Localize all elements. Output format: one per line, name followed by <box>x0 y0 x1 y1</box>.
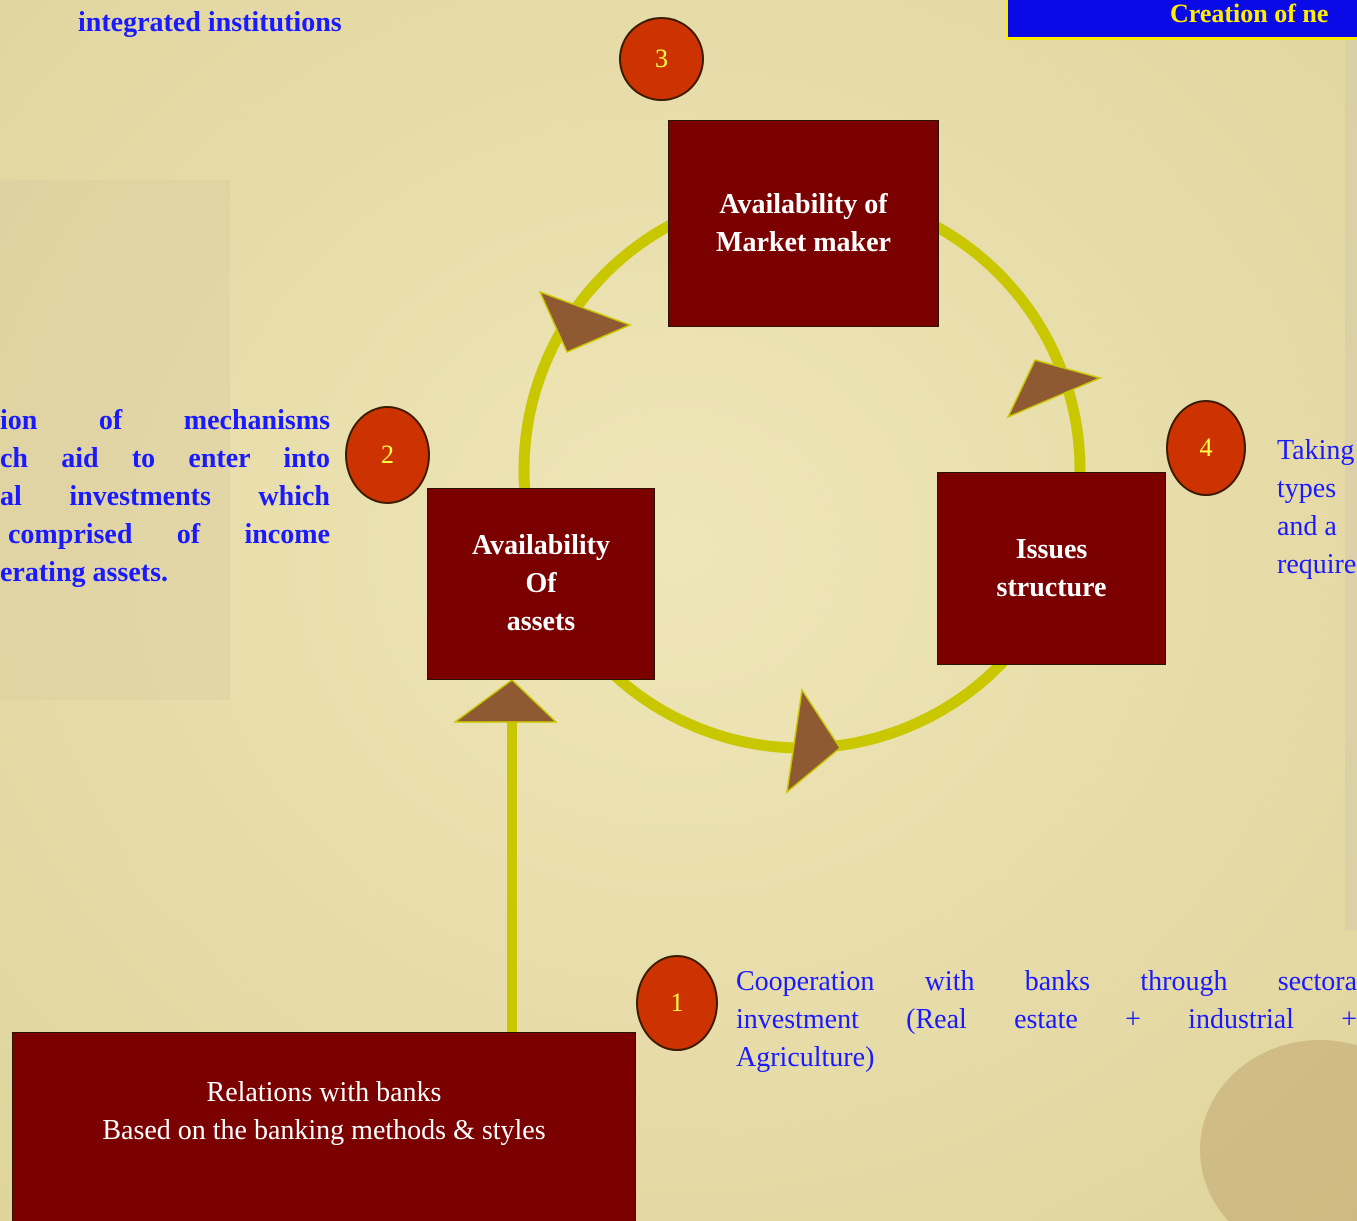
assets-label: Availability <box>472 530 610 561</box>
issues-structure-label: Issues <box>1015 533 1088 565</box>
step-badge-1: 1 <box>636 955 718 1051</box>
step-badge-4: 4 <box>1166 400 1246 496</box>
banks-relations-label: Relations with banks <box>206 1077 442 1108</box>
arrow-up-to-assets <box>452 679 558 723</box>
step-badge-2: 2 <box>345 406 430 504</box>
banks-description-line: Agriculture) <box>736 1042 875 1073</box>
right-edge-strip <box>1345 40 1357 930</box>
issues-description-line: Taking <box>1277 435 1355 466</box>
top-banner: Creation of ne <box>1005 0 1357 40</box>
market-maker-label: Availability of <box>719 188 888 220</box>
top-left-text: integrated institutions <box>78 4 408 42</box>
assets-description-line: al investments which <box>0 481 330 512</box>
banks-description-line: Cooperation with banks through sectora <box>736 966 1357 997</box>
assets-description-line: erating assets. <box>0 557 168 588</box>
issues-description-line: types <box>1277 473 1337 504</box>
background-globe <box>1200 1040 1357 1221</box>
banks-description: Cooperation with banks through sectora i… <box>736 963 1357 1077</box>
banks-relations-label: Based on the banking methods & styles <box>102 1115 546 1146</box>
issues-description-line: require <box>1277 549 1357 580</box>
issues-description: Taking types and a require <box>1277 432 1357 584</box>
arrow-assets-to-market <box>538 290 633 353</box>
assets-description-line: ion of mechanisms <box>0 405 330 436</box>
issues-structure-label: structure <box>996 571 1107 603</box>
step-badge-3: 3 <box>619 17 704 101</box>
banks-relations-box: Relations with banks Based on the bankin… <box>12 1032 636 1221</box>
background-photo-left <box>0 180 230 700</box>
assets-box: Availability Of assets <box>427 488 655 680</box>
arrow-market-to-issues <box>1006 359 1103 419</box>
arrow-issues-to-assets <box>785 687 841 794</box>
assets-label: Of <box>525 568 557 599</box>
issues-description-line: and a <box>1277 511 1337 542</box>
assets-label: assets <box>506 606 576 637</box>
top-left-text-line: integrated institutions <box>78 7 342 38</box>
assets-description-line: comprised of income <box>8 519 330 550</box>
assets-description: ion of mechanisms ch aid to enter into a… <box>0 402 330 592</box>
market-maker-box: Availability of Market maker <box>668 120 939 327</box>
assets-description-line: ch aid to enter into <box>0 443 330 474</box>
issues-structure-box: Issues structure <box>937 472 1166 665</box>
market-maker-label: Market maker <box>716 226 891 258</box>
banks-description-line: investment (Real estate + industrial + <box>736 1004 1357 1035</box>
